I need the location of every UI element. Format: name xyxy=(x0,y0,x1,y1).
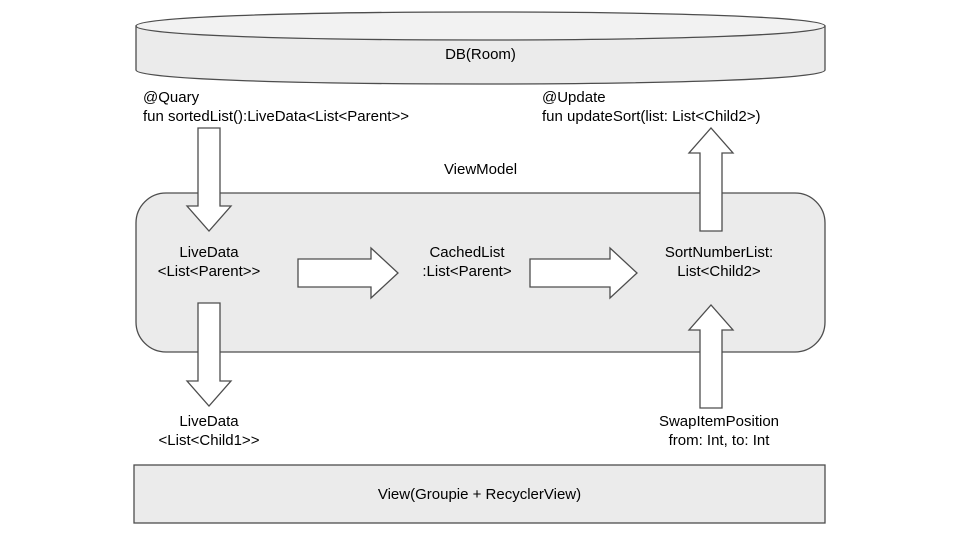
database-cylinder-shape xyxy=(135,11,826,85)
arrow-swapitem-to-sortnumberlist xyxy=(687,304,735,409)
viewmodel-title: ViewModel xyxy=(443,161,518,178)
view-title: View(Groupie + RecyclerView) xyxy=(377,486,582,503)
node-livedata-parent-line2: <List<Parent>> xyxy=(157,263,261,280)
node-sortnumberlist-line2: List<Child2> xyxy=(677,263,761,280)
arrow-cachedlist-to-sortnumberlist xyxy=(529,246,638,300)
arrow-sortnumberlist-to-db xyxy=(687,127,735,232)
viewmodel-container-shape xyxy=(135,192,826,353)
node-swapitemposition-line1: SwapItemPosition xyxy=(658,413,780,430)
update-annotation-line1: @Update xyxy=(542,89,606,106)
node-cachedlist-line2: :List<Parent> xyxy=(422,263,512,280)
database-title: DB(Room) xyxy=(445,46,516,63)
node-cachedlist-line1: CachedList xyxy=(429,244,505,261)
node-livedata-parent-line1: LiveData xyxy=(179,244,239,261)
node-sortnumberlist-line1: SortNumberList: xyxy=(664,244,774,261)
node-swapitemposition-line2: from: Int, to: Int xyxy=(668,432,770,449)
query-annotation-line1: @Quary xyxy=(143,89,200,106)
arrow-livedata-parent-to-livedata-child1 xyxy=(185,302,233,407)
view-container-shape xyxy=(133,464,826,524)
update-annotation-line2: fun updateSort(list: List<Child2>) xyxy=(542,108,761,125)
arrow-db-to-livedata-parent xyxy=(185,127,233,232)
query-annotation-line2: fun sortedList():LiveData<List<Parent>> xyxy=(143,108,409,125)
node-livedata-child1-line2: <List<Child1>> xyxy=(158,432,260,449)
arrow-livedata-to-cachedlist xyxy=(297,246,399,300)
node-livedata-child1-line1: LiveData xyxy=(179,413,239,430)
